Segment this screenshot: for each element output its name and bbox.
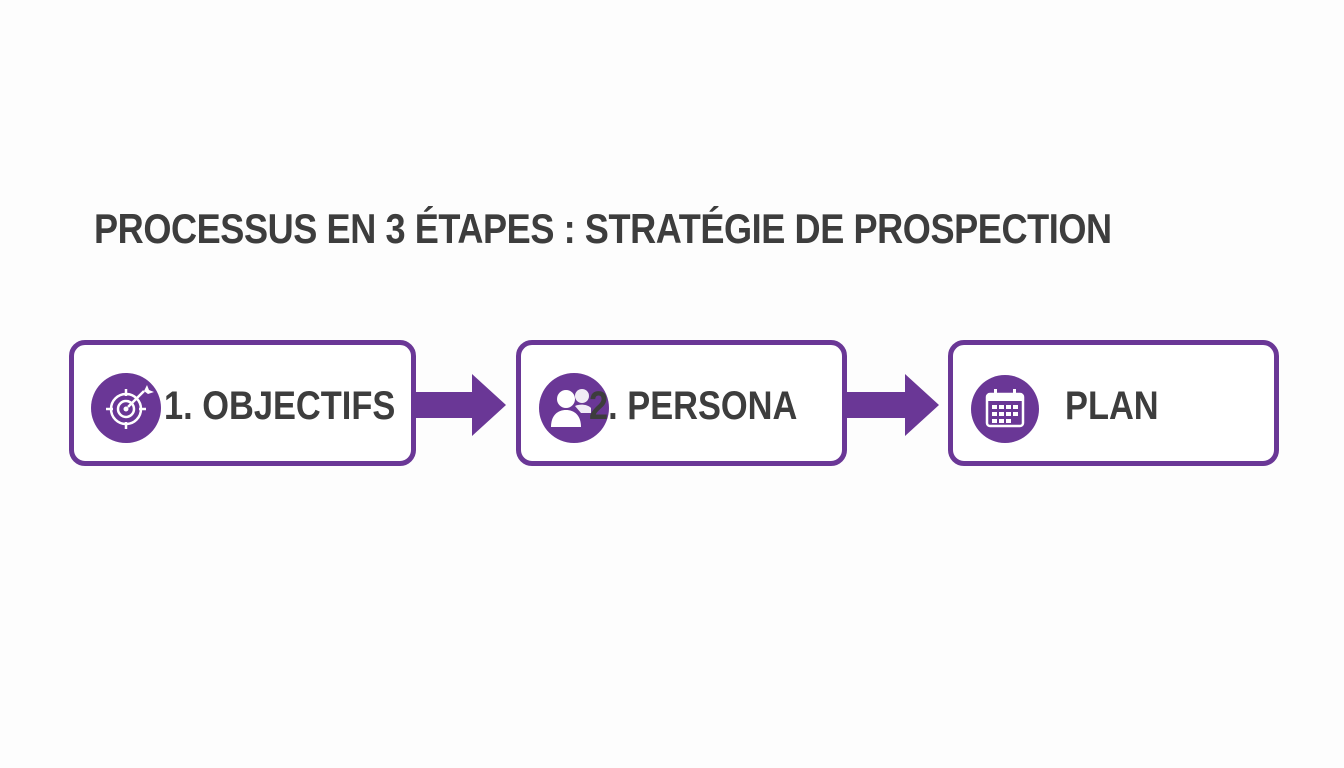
calendar-icon (971, 375, 1039, 443)
arrow-right-icon (845, 370, 941, 440)
step-label: 1. OBJECTIFS (164, 384, 396, 428)
step-objectifs: 1. OBJECTIFS (69, 340, 416, 466)
step-plan: PLAN (948, 340, 1279, 466)
target-icon (91, 373, 161, 443)
step-persona: 2. PERSONA (516, 340, 847, 466)
step-label: PLAN (1065, 384, 1159, 428)
person-icon (539, 373, 609, 443)
diagram-title: PROCESSUS EN 3 ÉTAPES : STRATÉGIE DE PRO… (94, 205, 1112, 252)
step-label: 2. PERSONA (589, 384, 798, 428)
arrow-right-icon (414, 370, 510, 440)
